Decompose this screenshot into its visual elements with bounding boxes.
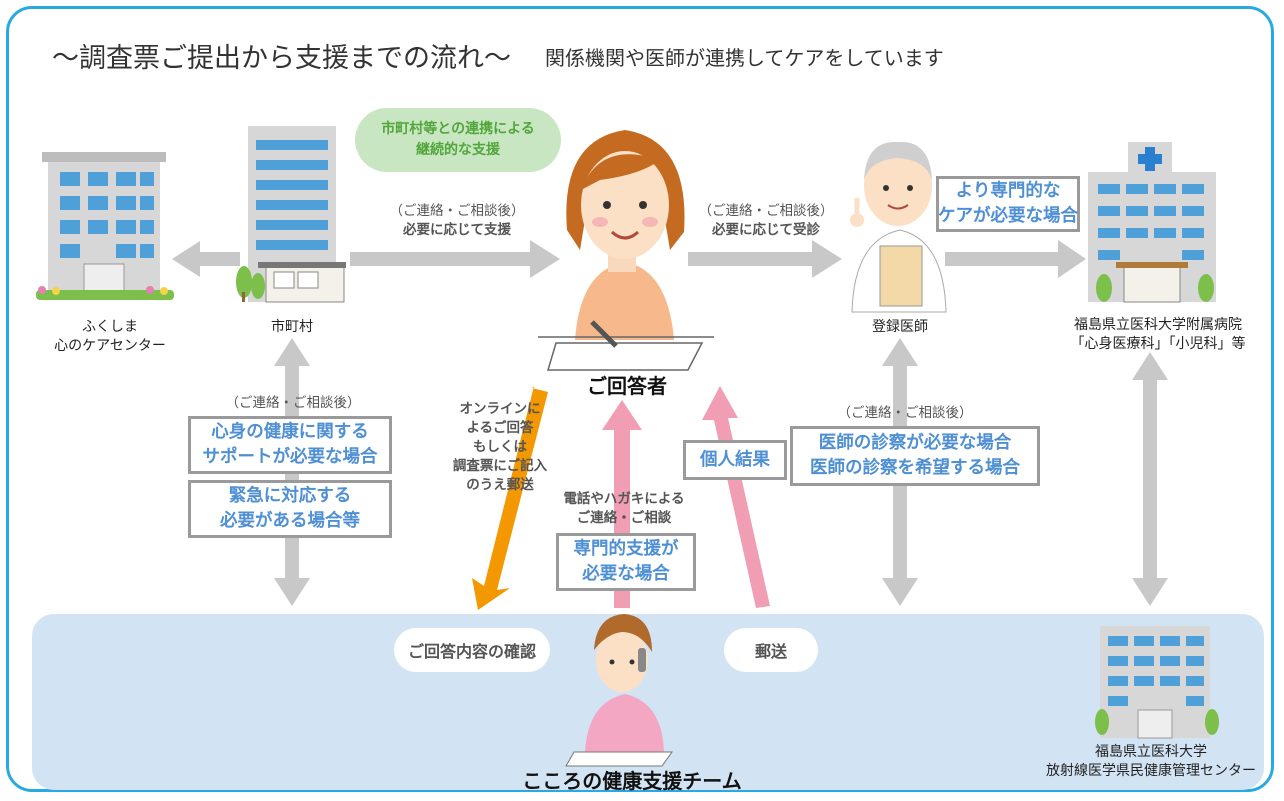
hospital-label: 福島県立医科大学附属病院「心身医療科」「小児科」等 [1070,317,1246,352]
center-building [1095,626,1219,739]
arrow-respondent-to-team [472,386,548,610]
doctor-illustration [850,141,947,313]
arrow-doctor-to-hospital [945,240,1086,278]
support-team-label: こころの健康支援チーム [522,769,742,793]
care-center-building [36,152,174,300]
arrow-mail-result [702,386,770,608]
care-center-label: ふくしま心のケアセンター [54,319,166,354]
page-subtitle: 関係機関や医師が連携してケアをしています [545,46,944,70]
pill-mail: 郵送 [724,628,818,672]
note-contact-after-4: （ご連絡・ご相談後） [837,405,973,421]
page-title: 〜調査票ご提出から支援までの流れ〜 [52,43,511,74]
box-health-support: 心身の健康に関するサポートが必要な場合 [188,416,392,474]
hospital-building [1088,142,1216,303]
box-personal-result: 個人結果 [683,440,787,480]
arrow-hospital-center [1132,352,1168,606]
box-specialist-support: 専門的支援が必要な場合 [556,533,696,591]
arrow-team-to-respondent [602,400,642,608]
box-emergency: 緊急に対応する必要がある場合等 [188,480,392,538]
note-contact-after-2: （ご連絡・ご相談後）必要に応じて受診 [698,203,834,238]
municipality-label: 市町村 [271,319,313,335]
note-contact-after-3: （ご連絡・ご相談後） [225,395,361,411]
outer-frame [6,6,1274,792]
box-specialist-care: より専門的なケアが必要な場合 [936,176,1080,232]
center-label: 福島県立医科大学放射線医学県民健康管理センター [1046,744,1256,779]
respondent-label: ご回答者 [587,374,667,398]
box-doctor-exam: 医師の診察が必要な場合医師の診察を希望する場合 [790,426,1040,486]
continuous-support-bubble: 市町村等との連携による継続的な支援 [355,108,561,172]
team-member-illustration [565,614,673,767]
arrow-respondent-to-doctor [688,240,842,278]
note-online-answer: オンラインによるご回答もしくは調査票にご記入のうえ郵送 [452,401,548,493]
doctor-label: 登録医師 [872,319,928,335]
note-phone-contact: 電話やハガキによるご連絡・ご相談 [563,491,685,526]
respondent-illustration [538,130,714,371]
pill-answer-confirmation: ご回答内容の確認 [394,628,550,672]
arrow-municipality-to-carecenter [172,241,240,277]
arrow-municipality-to-respondent [350,240,560,278]
note-contact-after-1: （ご連絡・ご相談後）必要に応じて支援 [389,203,525,238]
municipality-building [236,126,346,303]
